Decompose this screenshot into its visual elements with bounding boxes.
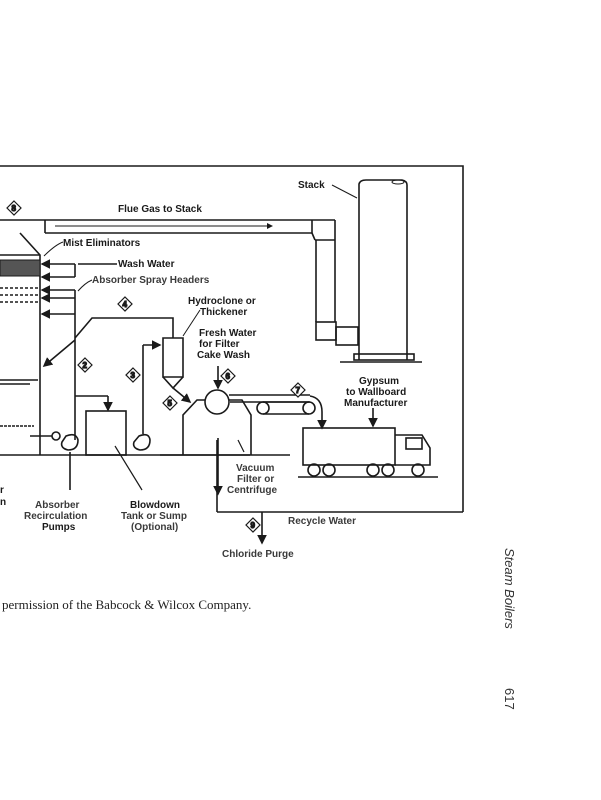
figure-caption: permission of the Babcock & Wilcox Compa… bbox=[2, 597, 252, 612]
hydroclone-feed-pump bbox=[132, 340, 162, 451]
label-recycle-water: Recycle Water bbox=[288, 516, 356, 527]
label-cut-off-2: n bbox=[0, 497, 6, 508]
label-fresh-water-1: Fresh Water bbox=[199, 328, 257, 339]
truck bbox=[298, 408, 438, 478]
label-blowdown-1: Blowdown bbox=[130, 500, 180, 511]
blowdown-tank bbox=[85, 410, 127, 456]
stack bbox=[331, 179, 422, 363]
stream-marker-4: 4 bbox=[117, 296, 133, 312]
svg-text:4: 4 bbox=[123, 300, 128, 309]
label-vacuum-2: Filter or bbox=[237, 474, 274, 485]
label-chloride-purge: Chloride Purge bbox=[222, 549, 294, 560]
label-stack: Stack bbox=[298, 180, 325, 191]
svg-text:3: 3 bbox=[131, 371, 136, 380]
label-mist-eliminators: Mist Eliminators bbox=[63, 238, 141, 249]
label-blowdown-2: Tank or Sump bbox=[121, 511, 187, 522]
label-spray-headers: Absorber Spray Headers bbox=[92, 275, 210, 286]
vacuum-filter bbox=[160, 366, 310, 496]
label-pumps-3: Pumps bbox=[42, 522, 76, 533]
stream-marker-7: 7 bbox=[290, 382, 306, 398]
stream-markers: 8 4 2 3 5 6 7 9 bbox=[6, 200, 306, 533]
svg-text:7: 7 bbox=[296, 386, 301, 395]
label-fresh-water-2: for Filter bbox=[199, 339, 240, 350]
recirculation-pump bbox=[30, 431, 79, 490]
svg-text:5: 5 bbox=[168, 399, 173, 408]
label-flue-gas: Flue Gas to Stack bbox=[118, 204, 202, 215]
svg-text:6: 6 bbox=[226, 372, 231, 381]
label-fresh-water-3: Cake Wash bbox=[197, 350, 250, 361]
label-pumps-1: Absorber bbox=[35, 500, 80, 511]
recycle-water-line bbox=[216, 440, 463, 545]
label-vacuum-1: Vacuum bbox=[236, 463, 274, 474]
stream-marker-5: 5 bbox=[162, 395, 178, 411]
label-gypsum-1: Gypsum bbox=[359, 376, 399, 387]
stream-marker-8: 8 bbox=[6, 200, 22, 216]
label-hydroclone-1: Hydroclone or bbox=[188, 296, 256, 307]
label-gypsum-3: Manufacturer bbox=[344, 398, 407, 409]
belt-conveyor bbox=[256, 395, 327, 430]
svg-text:2: 2 bbox=[83, 361, 88, 370]
label-blowdown-3: (Optional) bbox=[131, 522, 178, 533]
stream-marker-2: 2 bbox=[77, 357, 93, 373]
label-hydroclone-2: Thickener bbox=[200, 307, 247, 318]
stream-marker-6: 6 bbox=[220, 368, 236, 384]
stream-marker-9: 9 bbox=[245, 517, 261, 533]
label-vacuum-3: Centrifuge bbox=[227, 485, 277, 496]
hydroclone bbox=[162, 309, 201, 404]
svg-text:8: 8 bbox=[12, 204, 17, 213]
figure-frame bbox=[0, 165, 464, 512]
label-pumps-2: Recirculation bbox=[24, 511, 87, 522]
header-piping bbox=[40, 259, 174, 440]
svg-text:9: 9 bbox=[251, 521, 256, 530]
flue-gas-duct bbox=[0, 219, 359, 346]
label-gypsum-2: to Wallboard bbox=[346, 387, 406, 398]
stream-marker-3: 3 bbox=[125, 367, 141, 383]
label-cut-off-1: r bbox=[0, 485, 4, 496]
running-head: Steam Boilers bbox=[502, 548, 517, 629]
label-wash-water: Wash Water bbox=[118, 259, 175, 270]
page-number: 617 bbox=[502, 688, 517, 710]
